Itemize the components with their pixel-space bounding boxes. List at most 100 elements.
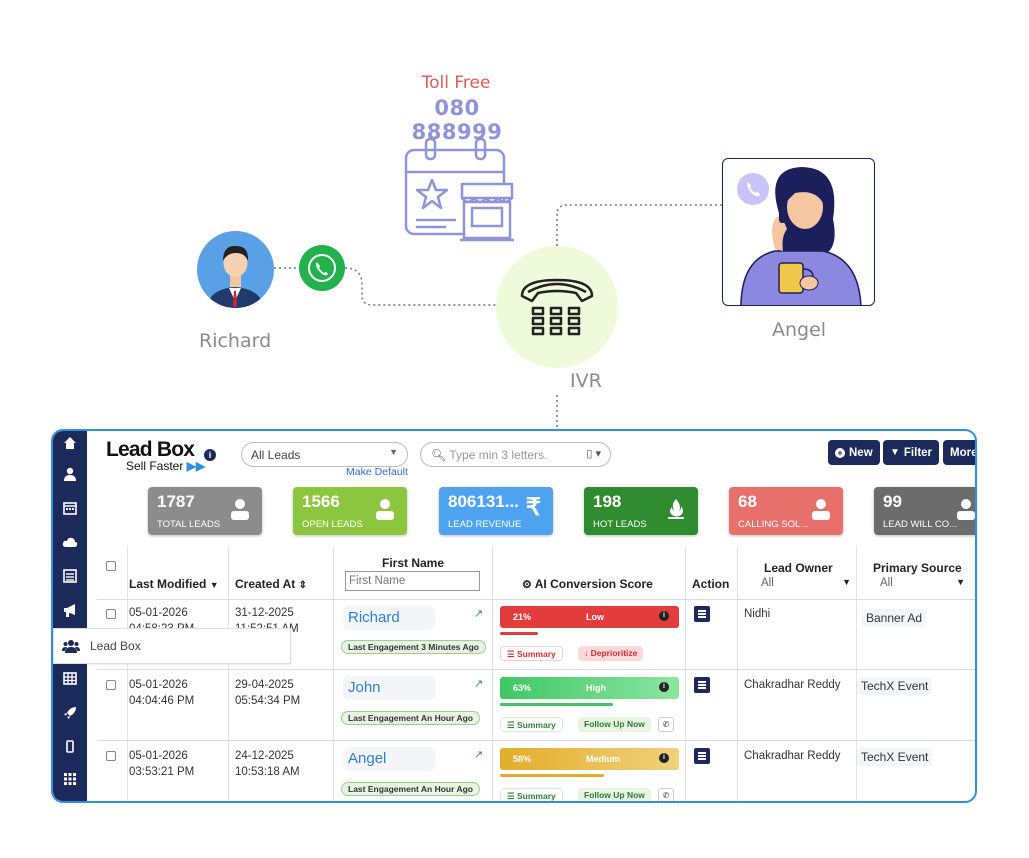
plus-circle-icon: + [835, 447, 845, 458]
phone-call-icon[interactable]: ✆ [658, 717, 674, 732]
list-icon: ☰ [507, 649, 515, 659]
fast-forward-icon: ▶▶ [186, 459, 206, 473]
richard-avatar [197, 231, 274, 308]
col-last-modified[interactable]: Last Modified ▼ [129, 577, 219, 591]
rupee-icon: ₹ [525, 494, 541, 521]
info-icon[interactable]: i [204, 449, 216, 461]
stat-label: HOT LEADS [593, 519, 647, 530]
engagement-tag: Last Engagement 3 Minutes Ago [341, 640, 486, 654]
leads-table: Last Modified ▼ Created At ⇕ First Name … [97, 546, 975, 801]
row-action-menu[interactable] [694, 677, 710, 693]
col-lead-owner: Lead Owner [764, 561, 833, 575]
make-default-link[interactable]: Make Default [346, 466, 408, 478]
list-icon[interactable] [53, 564, 87, 588]
leads-view-value: All Leads [251, 448, 301, 462]
follow-up-button[interactable]: Follow Up Now [578, 717, 651, 732]
external-link-icon[interactable]: ↗ [474, 678, 484, 690]
row-checkbox[interactable] [106, 680, 116, 690]
calendar-icon[interactable] [53, 496, 87, 520]
caret-down-icon: ▼ [956, 577, 965, 587]
summary-button[interactable]: ☰ Summary [500, 717, 563, 732]
gears-icon: ⚙ [522, 579, 532, 591]
stat-open-leads[interactable]: 1566 OPEN LEADS [293, 487, 407, 535]
follow-up-button[interactable]: Follow Up Now [578, 788, 651, 801]
row-checkbox[interactable] [106, 751, 116, 761]
stat-label: LEAD REVENUE [448, 519, 522, 530]
external-link-icon[interactable]: ↗ [474, 749, 484, 761]
rocket-icon[interactable] [53, 701, 87, 725]
search-placeholder: Type min 3 letters. [449, 448, 548, 462]
lead-name-link[interactable]: John [343, 676, 435, 700]
row-checkbox[interactable] [106, 609, 116, 619]
stat-value: 68 [738, 492, 757, 511]
list-icon: ☰ [507, 791, 515, 801]
list-icon: ☰ [507, 720, 515, 730]
leads-view-select[interactable]: All Leads ▼ [241, 442, 408, 467]
stat-label: OPEN LEADS [302, 519, 363, 530]
user-icon [812, 499, 830, 520]
phone-call-icon[interactable]: ✆ [658, 788, 674, 801]
select-all-checkbox[interactable] [106, 561, 116, 571]
new-button[interactable]: + New [828, 440, 880, 465]
summary-button[interactable]: ☰ Summary [500, 788, 563, 801]
caller-name-label: Richard [199, 330, 272, 352]
col-ai-score: ⚙ AI Conversion Score [522, 577, 653, 591]
user-icon [957, 499, 975, 520]
info-icon: i [659, 682, 669, 692]
stat-value: 806131... [448, 492, 519, 511]
score-fill [500, 632, 538, 635]
apps-icon[interactable] [53, 767, 87, 791]
first-name-filter-input[interactable] [345, 571, 480, 591]
device-filter-icon[interactable]: ▯ ▾ [586, 448, 601, 460]
telephone-icon [520, 278, 594, 336]
new-button-label: New [849, 446, 873, 459]
agent-name-label: Angel [772, 319, 827, 341]
brand-tagline: Sell Faster [126, 459, 184, 473]
users-icon [54, 629, 88, 663]
stat-value: 1787 [157, 492, 195, 511]
col-created-at[interactable]: Created At ⇕ [235, 577, 307, 591]
lead-owner-filter[interactable]: All▼ [761, 577, 851, 589]
home-icon[interactable] [53, 431, 87, 455]
search-icon: 🔍︎ [431, 448, 447, 462]
summary-button[interactable]: ☰ Summary [500, 646, 563, 661]
stat-hot-leads[interactable]: 198 HOT LEADS [584, 487, 698, 535]
cloud-icon[interactable] [53, 530, 87, 554]
lead-name-link[interactable]: Richard [343, 606, 435, 630]
mobile-icon[interactable] [53, 735, 87, 759]
megaphone-icon[interactable] [53, 598, 87, 622]
chevron-down-icon: ▼ [389, 447, 398, 457]
table-icon[interactable] [53, 666, 87, 690]
stat-lead-will-convert[interactable]: 99 LEAD WILL CO... [874, 487, 975, 535]
more-button[interactable]: More [943, 440, 975, 465]
lead-box-app: Lead Box Lead Box Sell Faster ▶▶ i All L… [51, 429, 977, 803]
calendar-store-icon [404, 137, 514, 242]
row-action-menu[interactable] [694, 748, 710, 764]
col-action: Action [692, 577, 730, 591]
lead-name-link[interactable]: Angel [343, 747, 435, 771]
stat-value: 1566 [302, 492, 340, 511]
row-action-menu[interactable] [694, 606, 710, 622]
stat-lead-revenue[interactable]: 806131... LEAD REVENUE ₹ [439, 487, 553, 535]
stat-calling-solution[interactable]: 68 CALLING SOL... [729, 487, 843, 535]
external-link-icon[interactable]: ↗ [474, 608, 484, 620]
filter-button[interactable]: ▼ Filter [883, 440, 940, 465]
stat-value: 198 [593, 492, 622, 511]
primary-source-filter[interactable]: All▼ [880, 577, 965, 589]
info-icon: i [659, 611, 669, 621]
lead-owner: Chakradhar Reddy [744, 679, 841, 691]
search-input[interactable]: 🔍︎ Type min 3 letters. ▯ ▾ [420, 442, 611, 467]
user-icon [376, 499, 394, 520]
filter-button-label: Filter [903, 446, 933, 459]
col-primary-source: Primary Source [873, 561, 962, 575]
lead-box-flyout[interactable]: Lead Box [53, 628, 291, 664]
stat-total-leads[interactable]: 1787 TOTAL LEADS [148, 487, 262, 535]
deprioritize-button[interactable]: ↓ Deprioritize [578, 646, 644, 661]
user-icon[interactable] [53, 462, 87, 486]
